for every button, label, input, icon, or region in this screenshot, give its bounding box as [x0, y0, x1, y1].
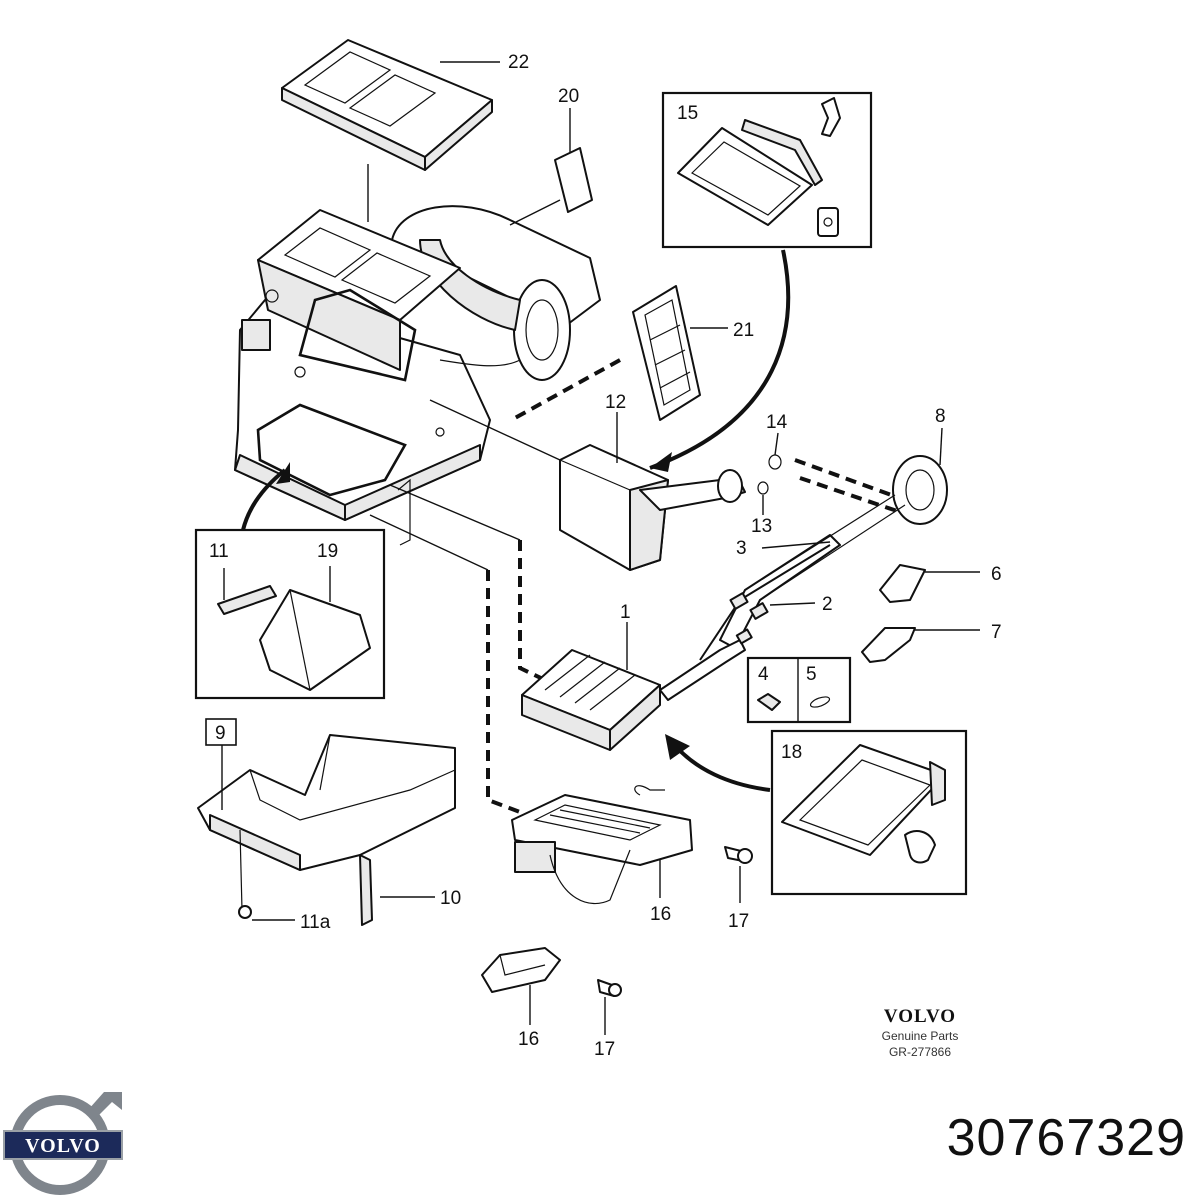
- part-3-2-pipes: [659, 494, 906, 701]
- label-11: 11: [209, 541, 229, 562]
- label-17-lower: 17: [594, 1039, 615, 1060]
- arrowhead-11: [276, 462, 290, 484]
- label-16-upper: 16: [650, 904, 671, 925]
- label-18: 18: [781, 742, 802, 763]
- arrow-18-to-1: [670, 740, 771, 792]
- logo-wordmark: VOLVO: [25, 1135, 101, 1157]
- label-3: 3: [736, 538, 747, 559]
- detail-box-4-5: [746, 656, 852, 724]
- dashed-line-8b: [799, 476, 901, 514]
- label-7: 7: [991, 622, 1002, 643]
- leader-1-line: [389, 484, 521, 541]
- part-12-evaporator: [559, 412, 746, 571]
- hvac-housing-assembly: [234, 205, 601, 546]
- part-1-heater-core: [521, 622, 661, 751]
- label-13: 13: [751, 516, 772, 537]
- part-6-clip: [879, 564, 980, 603]
- leader-16-line: [369, 514, 489, 571]
- label-17-upper: 17: [728, 911, 749, 932]
- part-9-bottom-tray: [197, 718, 456, 926]
- part-14-13-orings: [757, 432, 782, 515]
- volvo-logo-icon: VOLVO: [3, 1092, 123, 1195]
- part-labels: 22 20 15 21 12 14 8 13 3 6 2 7 1 4 5 11 …: [209, 52, 1002, 1060]
- label-20: 20: [558, 86, 579, 107]
- label-19: 19: [317, 541, 338, 562]
- genuine-parts-text: Genuine Parts: [881, 1029, 959, 1043]
- label-5: 5: [806, 664, 817, 685]
- label-11a: 11a: [300, 912, 331, 933]
- label-14: 14: [766, 412, 788, 433]
- genuine-parts-block: VOLVO Genuine Parts GR-277866: [860, 1006, 980, 1060]
- part-21-filter: [632, 285, 728, 421]
- arrow-to-box-11: [241, 468, 287, 531]
- part-22-filter-frame: [281, 39, 500, 222]
- part-number: 30767329: [946, 1109, 1186, 1167]
- brand-wordmark: VOLVO: [883, 1006, 957, 1027]
- part-8-grommet: [892, 427, 948, 525]
- part-20-cover: [509, 108, 593, 226]
- label-6: 6: [991, 564, 1002, 585]
- label-15: 15: [677, 103, 698, 124]
- part-7-clip: [861, 627, 980, 663]
- label-8: 8: [935, 406, 946, 427]
- part-16-clip-lower: [481, 947, 622, 1035]
- label-21: 21: [733, 320, 754, 341]
- leader-12-line: [429, 399, 561, 461]
- label-4: 4: [758, 664, 769, 685]
- label-2: 2: [822, 594, 833, 615]
- label-9: 9: [215, 723, 226, 744]
- arrowhead-18: [665, 734, 690, 760]
- arrow-15-to-12: [649, 249, 791, 470]
- detail-box-11-19: [194, 528, 386, 700]
- label-22: 22: [508, 52, 529, 73]
- detail-box-18: [770, 729, 968, 896]
- diagram-reference: GR-277866: [888, 1045, 952, 1059]
- dashed-line-16: [486, 570, 521, 814]
- label-16-lower: 16: [518, 1029, 539, 1050]
- dashed-line-8a: [794, 458, 906, 502]
- part-16-resistor-upper: [511, 785, 753, 905]
- dashed-line-1: [518, 540, 546, 682]
- label-10: 10: [440, 888, 461, 909]
- label-12: 12: [605, 392, 626, 413]
- dashed-line-21: [514, 358, 621, 420]
- detail-box-15: [661, 91, 873, 249]
- arrowhead-15: [650, 452, 672, 472]
- label-1: 1: [620, 602, 631, 623]
